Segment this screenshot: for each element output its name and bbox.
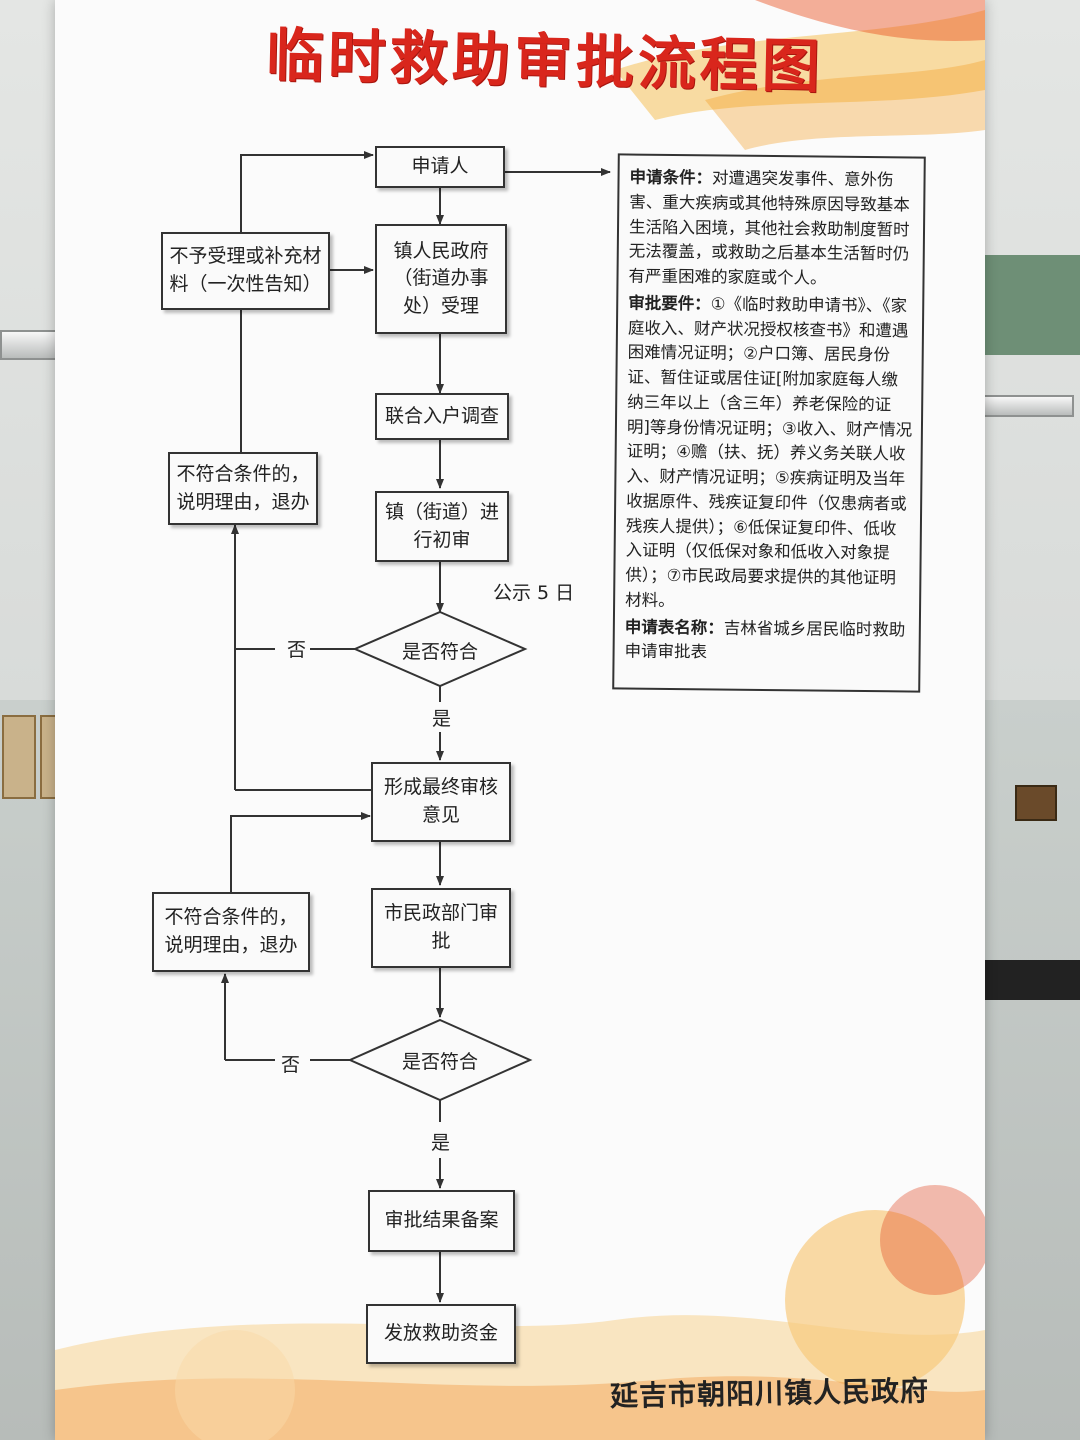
decision-1-label: 是否符合 [401, 641, 478, 663]
disburse-box: 发放救助资金 [366, 1304, 516, 1364]
reject-supplement-box: 不予受理或补充材料（一次性告知） [161, 232, 330, 310]
decision-diamond-2 [347, 1018, 533, 1102]
not-eligible-box-2: 不符合条件的，说明理由，退办 [152, 892, 310, 972]
issuer-footer: 延吉市朝阳川镇人民政府 [609, 1374, 930, 1413]
decision-diamond-1 [352, 610, 528, 688]
wall-sign [1015, 785, 1057, 821]
service-desk [985, 960, 1080, 1000]
no-label-2: 否 [281, 1054, 301, 1076]
final-opinion-box: 形成最终审核意见 [371, 762, 511, 842]
survey-box: 联合入户调查 [375, 393, 509, 440]
city-approval-box: 市民政部门审批 [371, 888, 511, 968]
decorative-ribbon-top [615, 0, 985, 150]
yes-label-2: 是 [431, 1132, 451, 1154]
requirements-panel: 申请条件：对遭遇突发事件、意外伤害、重大疾病或其他特殊原因导致基本生活陷入困境，… [612, 153, 926, 693]
record-box: 审批结果备案 [368, 1190, 515, 1252]
not-eligible-box-1: 不符合条件的，说明理由，退办 [168, 452, 318, 525]
poster-banner: 临时救助审批流程图 [55, 0, 985, 1440]
initial-review-box: 镇（街道）进行初审 [375, 491, 509, 562]
materials-label: 审批要件： [628, 293, 711, 314]
wall-certificate-left [2, 715, 36, 799]
conditions-label: 申请条件： [629, 167, 713, 188]
materials-text: ①《临时救助申请书》、《家庭收入、财产状况授权核查书》和遭遇困难情况证明；②户口… [625, 294, 913, 610]
flow-connectors [221, 151, 611, 1303]
form-name-label: 申请表名称： [624, 617, 724, 638]
accept-box: 镇人民政府（街道办事处）受理 [375, 224, 507, 334]
yes-label-1: 是 [432, 708, 452, 730]
decorative-ribbon-bottom [55, 1185, 985, 1440]
applicant-box: 申请人 [375, 146, 505, 188]
ceiling-light-left [0, 330, 64, 360]
decision-2-label: 是否符合 [401, 1051, 478, 1073]
publicity-label: 公示 5 日 [493, 582, 575, 604]
no-label-1: 否 [287, 639, 307, 661]
